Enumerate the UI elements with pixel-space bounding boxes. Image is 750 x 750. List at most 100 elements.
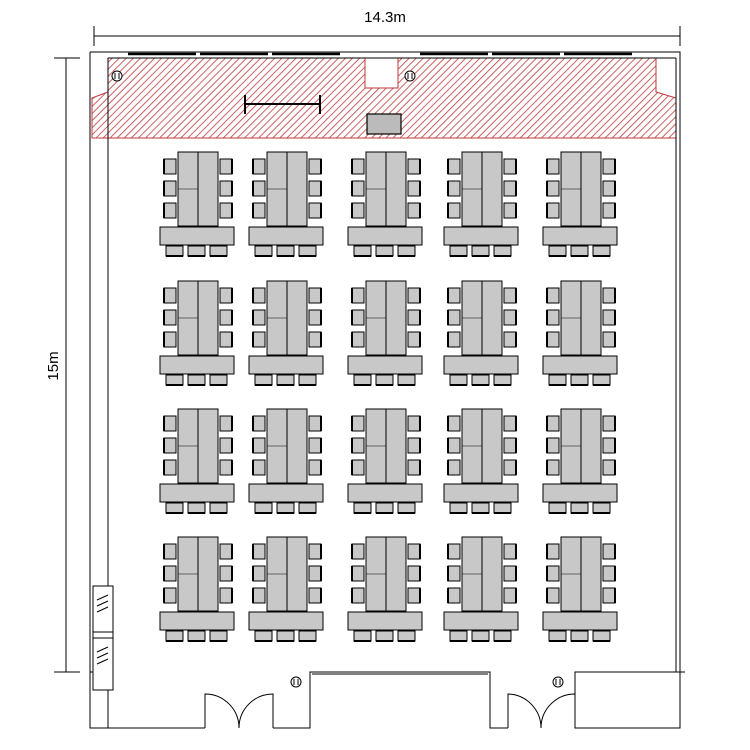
chair [209, 630, 228, 642]
table-group [347, 536, 423, 642]
door-icon-left[interactable] [204, 693, 274, 729]
chair [447, 459, 461, 476]
chair [252, 309, 266, 326]
chair [447, 437, 461, 454]
chair [548, 374, 567, 386]
chair [407, 331, 421, 348]
chair [503, 587, 517, 604]
table [286, 536, 308, 612]
chair [602, 309, 616, 326]
head-table [443, 483, 519, 503]
chair [252, 587, 266, 604]
chair [447, 287, 461, 304]
chair [219, 287, 233, 304]
chair [407, 437, 421, 454]
chair [397, 630, 416, 642]
door-icon-right[interactable] [507, 693, 576, 729]
chair [407, 415, 421, 432]
chair [548, 502, 567, 514]
chair [308, 565, 322, 582]
head-table [443, 355, 519, 375]
chair [187, 374, 206, 386]
chair [407, 459, 421, 476]
table-group [443, 151, 519, 257]
chair [308, 287, 322, 304]
chair [351, 543, 365, 560]
table-group [248, 408, 324, 514]
chair [219, 543, 233, 560]
chair [163, 309, 177, 326]
chair [163, 158, 177, 175]
chair [252, 543, 266, 560]
chair [503, 158, 517, 175]
chair [353, 374, 372, 386]
head-table [542, 226, 618, 246]
chair [546, 202, 560, 219]
chair [493, 630, 512, 642]
stage-area [91, 57, 677, 139]
chair [276, 630, 295, 642]
chair [219, 587, 233, 604]
table-group [542, 408, 618, 514]
chair [407, 158, 421, 175]
table [481, 536, 503, 612]
chair [163, 437, 177, 454]
chair [351, 158, 365, 175]
chair [209, 502, 228, 514]
chair [602, 180, 616, 197]
width-dimension: 14.3m [93, 9, 681, 46]
head-table [159, 483, 235, 503]
chair [546, 587, 560, 604]
chair [298, 245, 317, 257]
chair [165, 502, 184, 514]
head-table [159, 226, 235, 246]
chair [308, 587, 322, 604]
table [286, 280, 308, 356]
table [481, 151, 503, 227]
chair [163, 331, 177, 348]
chair [187, 630, 206, 642]
chair [254, 502, 273, 514]
chair [252, 287, 266, 304]
chair [407, 587, 421, 604]
chair [503, 543, 517, 560]
width-label: 14.3m [364, 9, 406, 26]
chair [308, 180, 322, 197]
table-group [347, 151, 423, 257]
table [385, 408, 407, 484]
chair [449, 374, 468, 386]
chair [252, 565, 266, 582]
chair [351, 202, 365, 219]
table [197, 280, 219, 356]
chair [570, 245, 589, 257]
chair [163, 565, 177, 582]
chair [447, 202, 461, 219]
chair [351, 587, 365, 604]
chair [163, 287, 177, 304]
chair [351, 565, 365, 582]
chair [165, 245, 184, 257]
chair [407, 309, 421, 326]
chair [592, 630, 611, 642]
chair [407, 543, 421, 560]
chair [353, 502, 372, 514]
head-table [159, 355, 235, 375]
chair [254, 374, 273, 386]
chair [252, 158, 266, 175]
head-table [248, 611, 324, 631]
table-group [542, 151, 618, 257]
partition-panel [92, 585, 114, 691]
outlet-icon [552, 676, 564, 688]
chair [602, 287, 616, 304]
table [385, 536, 407, 612]
chair [407, 202, 421, 219]
chair [163, 459, 177, 476]
chair [592, 502, 611, 514]
chair [471, 630, 490, 642]
chair [503, 437, 517, 454]
chair [298, 374, 317, 386]
chair [548, 245, 567, 257]
chair [298, 630, 317, 642]
chair [592, 374, 611, 386]
chair [375, 630, 394, 642]
